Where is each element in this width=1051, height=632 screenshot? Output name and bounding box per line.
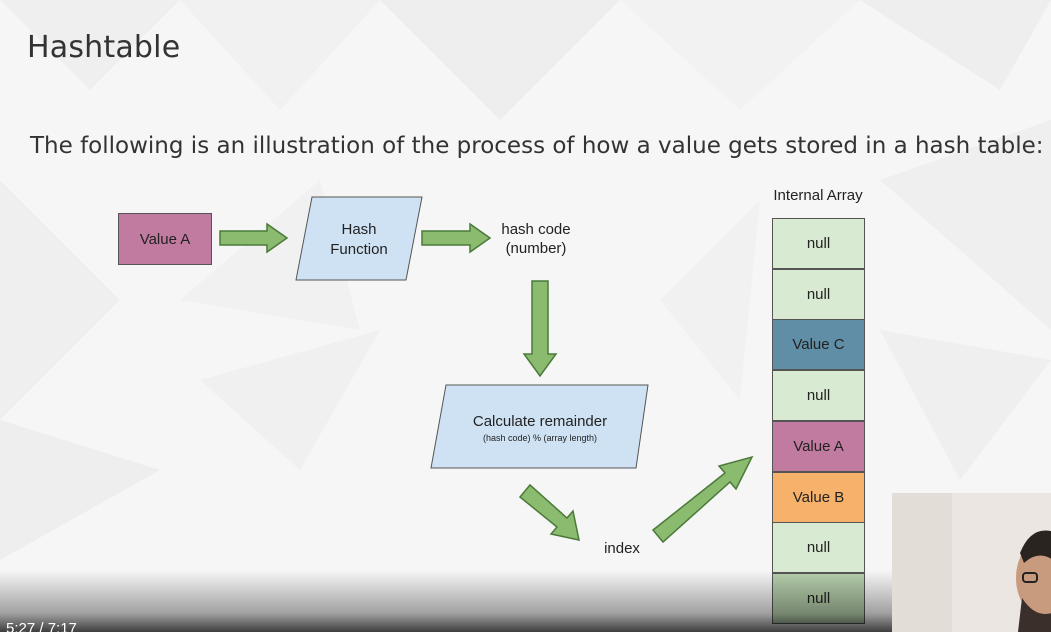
- array-caption: Internal Array: [773, 187, 863, 204]
- time-readout: 5:27 / 7:17: [6, 620, 77, 632]
- remainder-label: Calculate remainder (hash code) % (array…: [436, 390, 644, 466]
- remainder-formula: (hash code) % (array length): [482, 432, 598, 443]
- array-cell: Value C: [772, 319, 865, 370]
- input-value-box: Value A: [118, 213, 212, 265]
- slide-title: Hashtable: [27, 30, 181, 65]
- remainder-shape: [430, 384, 649, 469]
- index-label: index: [604, 540, 640, 557]
- arrow-remainder-to-index: [518, 483, 580, 541]
- arrow-index-to-array: [651, 455, 754, 544]
- arrow-value-to-hash: [219, 222, 289, 254]
- array-cell: Value A: [772, 421, 865, 472]
- player-controls-bar[interactable]: [0, 570, 1051, 632]
- presenter-image: [892, 493, 1051, 632]
- array-cell: Value B: [772, 472, 865, 523]
- hash-code-label: hash code (number): [480, 220, 592, 258]
- slide-subtitle: The following is an illustration of the …: [30, 133, 1044, 159]
- hash-code-line1: hash code: [501, 221, 571, 238]
- remainder-title: Calculate remainder: [472, 412, 608, 430]
- hash-function-label: Hash Function: [300, 200, 418, 280]
- hash-function-line1: Hash: [341, 221, 377, 238]
- webcam-overlay: [892, 493, 1051, 632]
- hash-code-line2: (number): [505, 240, 567, 257]
- hash-function-line2: Function: [330, 241, 388, 258]
- arrow-code-to-remainder: [522, 280, 558, 378]
- array-cell: null: [772, 269, 865, 320]
- array-cell: null: [772, 218, 865, 269]
- hash-function-shape: [295, 196, 423, 281]
- array-cell: null: [772, 522, 865, 573]
- array-cell: null: [772, 370, 865, 421]
- arrow-hash-to-code: [421, 222, 492, 254]
